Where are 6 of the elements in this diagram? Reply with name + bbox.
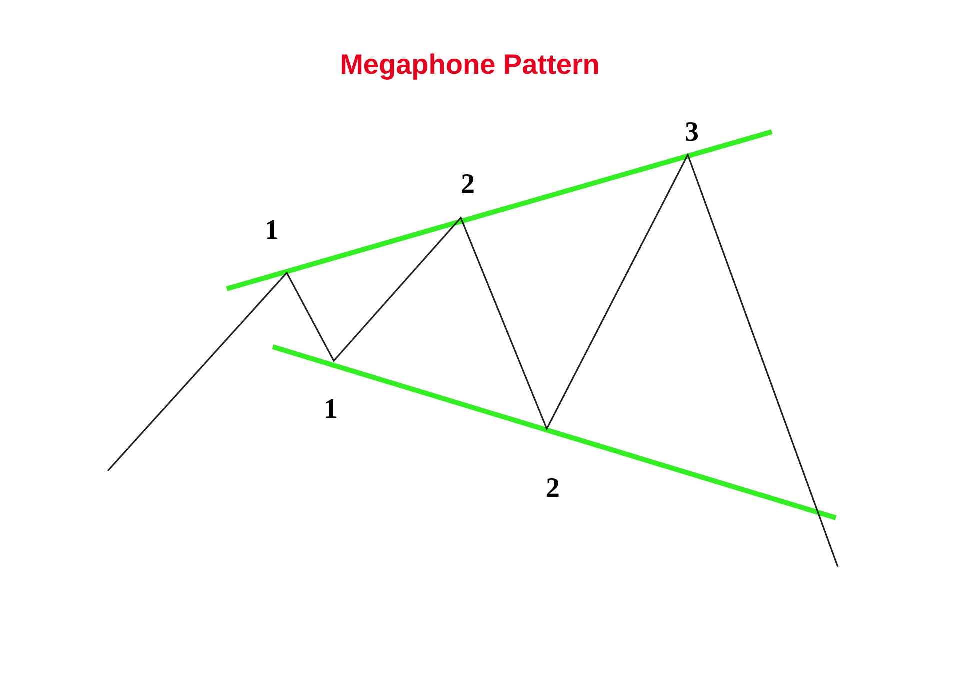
swing-point-number: 2	[546, 475, 560, 503]
swing-point-number: 3	[685, 119, 699, 147]
swing-point-number: 2	[461, 171, 475, 199]
chart-title: Megaphone Pattern	[340, 51, 600, 79]
swing-point-number: 1	[265, 217, 279, 245]
swing-point-number: 1	[324, 396, 338, 424]
